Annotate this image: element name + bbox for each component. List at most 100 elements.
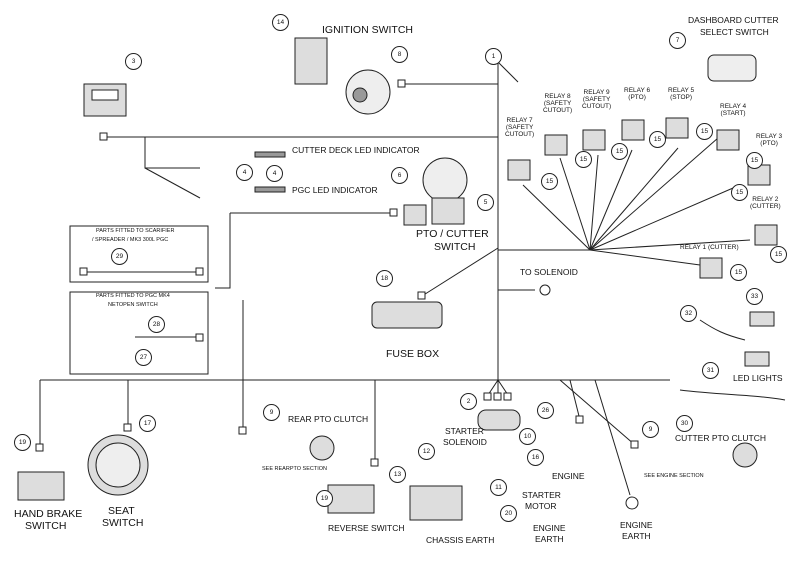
- callout-27: 27: [135, 349, 152, 366]
- led-lights-label: LED LIGHTS: [733, 373, 783, 383]
- callout-17: 17: [139, 415, 156, 432]
- callout-19a: 19: [14, 434, 31, 451]
- ignition-barrel: [345, 69, 391, 115]
- pgc-label-1: PARTS FITTED TO PGC MK4: [96, 293, 170, 299]
- harness-to-1: [497, 61, 519, 83]
- battery: [409, 485, 463, 521]
- callout-15g: 15: [731, 184, 748, 201]
- callout-7: 7: [669, 32, 686, 49]
- to-solenoid-label: TO SOLENOID: [520, 267, 578, 277]
- callout-2: 2: [460, 393, 477, 410]
- see-engine-label: SEE ENGINE SECTION: [644, 473, 704, 479]
- callout-15a: 15: [541, 173, 558, 190]
- dashboard-switch: [707, 54, 757, 82]
- pto-switch-label: SWITCH: [434, 241, 476, 253]
- callout-9a: 9: [263, 404, 280, 421]
- hand-brake-label-1: HAND BRAKE: [14, 508, 83, 520]
- callout-4a: 4: [236, 164, 253, 181]
- relay-8-label: RELAY 8 (SAFETY CUTOUT): [543, 93, 573, 114]
- callout-3: 3: [125, 53, 142, 70]
- select-switch-label: SELECT SWITCH: [700, 27, 769, 37]
- starter-solenoid-label-1: STARTER: [445, 426, 484, 436]
- fuse-box-label: FUSE BOX: [386, 348, 440, 360]
- callout-15h: 15: [770, 246, 787, 263]
- see-rear-pto-label: SEE REARPTO SECTION: [262, 466, 327, 472]
- engine-label: ENGINE: [552, 471, 585, 481]
- callout-31: 31: [702, 362, 719, 379]
- pto-dial: [422, 157, 468, 203]
- relay-5-label: RELAY 5 (STOP): [668, 87, 695, 101]
- harness-pto-down: [215, 213, 231, 289]
- callout-14: 14: [272, 14, 289, 31]
- cutter-pto-clutch-label: CUTTER PTO CLUTCH: [675, 433, 766, 443]
- engine-earth-b-label-2: EARTH: [622, 531, 651, 541]
- harness-led-split: [144, 137, 200, 169]
- callout-11: 11: [490, 479, 507, 496]
- relay-fan-lines: [498, 137, 751, 266]
- seat-switch-label-1: SEAT: [108, 505, 135, 517]
- callout-9b: 9: [642, 421, 659, 438]
- engine-earth-a-label-2: EARTH: [535, 534, 564, 544]
- rear-pto-clutch-label: REAR PTO CLUTCH: [288, 414, 369, 424]
- pgc-led-label: PGC LED INDICATOR: [292, 185, 378, 195]
- fuse-box: [371, 301, 443, 329]
- dashboard-cutter-label: DASHBOARD CUTTER: [688, 15, 779, 25]
- relay-6-label: RELAY 6 (PTO): [624, 87, 651, 101]
- callout-13: 13: [389, 466, 406, 483]
- scarifier-label-2: / SPREADER / MK3 300L PGC: [92, 237, 169, 243]
- callout-16: 16: [527, 449, 544, 466]
- callout-15f: 15: [746, 152, 763, 169]
- starter-solenoid-label-2: SOLENOID: [443, 437, 487, 447]
- relay-2-label: RELAY 2 (CUTTER): [750, 196, 781, 210]
- pto-cutter-label: PTO / CUTTER: [416, 228, 489, 240]
- hand-brake-body: [17, 471, 65, 501]
- reverse-body: [327, 484, 375, 514]
- chassis-earth-label: CHASSIS EARTH: [426, 535, 495, 545]
- callout-28: 28: [148, 316, 165, 333]
- callout-15e: 15: [696, 123, 713, 140]
- pgc-label-2: NETOPEN SWITCH: [108, 302, 158, 308]
- callout-12: 12: [418, 443, 435, 460]
- harness-led-split2: [144, 167, 201, 199]
- harness-engine: [569, 379, 581, 421]
- relay-9-label: RELAY 9 (SAFETY CUTOUT): [582, 89, 612, 110]
- callout-15i: 15: [730, 264, 747, 281]
- seat-switch-label-2: SWITCH: [102, 517, 144, 529]
- scarifier-box: [69, 225, 209, 283]
- callout-10: 10: [519, 428, 536, 445]
- scarifier-label-1: PARTS FITTED TO SCARIFIER: [96, 228, 175, 234]
- ignition-key: [294, 37, 328, 85]
- relay-7-label: RELAY 7 (SAFETY CUTOUT): [505, 117, 535, 138]
- hand-brake-label-2: SWITCH: [25, 520, 67, 532]
- callout-6: 6: [391, 167, 408, 184]
- callout-20: 20: [500, 505, 517, 522]
- cutter-deck-led-label: CUTTER DECK LED INDICATOR: [292, 145, 420, 155]
- callout-26: 26: [537, 402, 554, 419]
- relay-4-label: RELAY 4 (START): [720, 103, 747, 117]
- relay-3-label: RELAY 3 (PTO): [756, 133, 783, 147]
- callout-33: 33: [746, 288, 763, 305]
- callout-32: 32: [680, 305, 697, 322]
- reverse-switch-label: REVERSE SWITCH: [328, 523, 405, 533]
- starter-motor-label-1: STARTER: [522, 490, 561, 500]
- callout-15c: 15: [611, 143, 628, 160]
- harness-fuse: [421, 247, 499, 297]
- callout-8: 8: [391, 46, 408, 63]
- callout-18: 18: [376, 270, 393, 287]
- callout-15d: 15: [649, 131, 666, 148]
- starter-motor-label-2: MOTOR: [525, 501, 557, 511]
- callout-30: 30: [676, 415, 693, 432]
- engine-earth-b-label-1: ENGINE: [620, 520, 653, 530]
- harness-cutter: [559, 379, 636, 446]
- engine-earth-a-label-1: ENGINE: [533, 523, 566, 533]
- harness-engine-earth: [594, 379, 631, 496]
- callout-4b: 4: [266, 165, 283, 182]
- relay-1-label: RELAY 1 (CUTTER): [680, 244, 739, 251]
- ignition-switch-label: IGNITION SWITCH: [322, 24, 413, 36]
- callout-29: 29: [111, 248, 128, 265]
- callout-5: 5: [477, 194, 494, 211]
- callout-15b: 15: [575, 151, 592, 168]
- callout-1: 1: [485, 48, 502, 65]
- callout-19b: 19: [316, 490, 333, 507]
